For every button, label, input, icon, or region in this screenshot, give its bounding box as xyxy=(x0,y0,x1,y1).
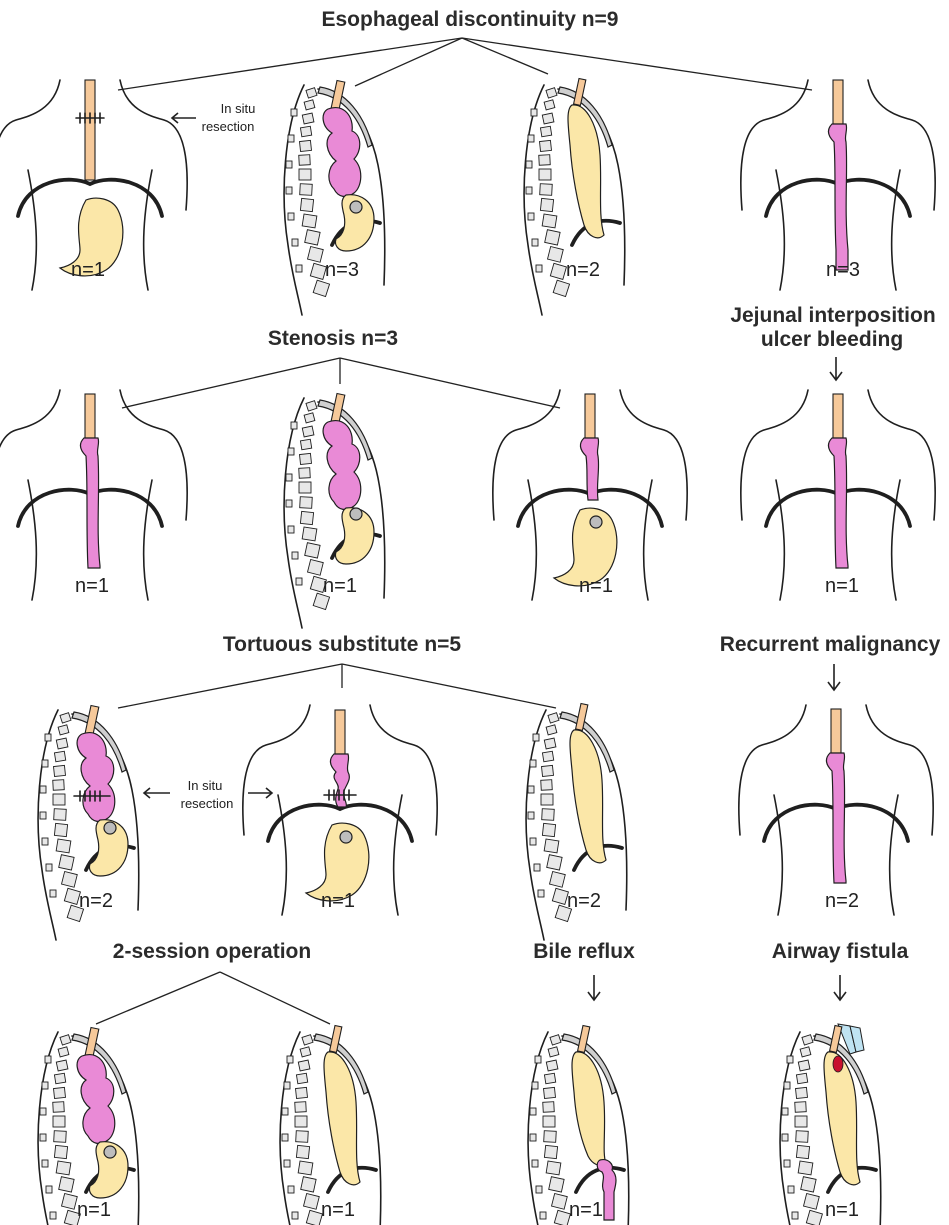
count-label: n=2 xyxy=(567,890,601,912)
connector-lines-row3 xyxy=(118,664,840,708)
connector-lines-row4 xyxy=(96,972,846,1024)
connector-lines-row1 xyxy=(118,38,812,90)
count-label: n=1 xyxy=(579,575,613,597)
count-label: n=1 xyxy=(323,575,357,597)
count-label: n=3 xyxy=(826,259,860,281)
annotation-line-2: resection xyxy=(202,119,255,134)
count-label: n=1 xyxy=(825,1199,859,1221)
in-situ-resection-annotation-row3: In situ resection xyxy=(144,778,272,811)
annotation-line-1: In situ xyxy=(188,778,223,793)
count-label: n=2 xyxy=(566,259,600,281)
diagram-panel-r4p4 xyxy=(780,1024,881,1225)
group-title-airway-fistula: Airway fistula xyxy=(772,940,909,963)
count-label: n=1 xyxy=(77,1199,111,1221)
group-title-jejunal-ulcer-line2: ulcer bleeding xyxy=(761,328,903,351)
count-label: n=1 xyxy=(569,1199,603,1221)
diagram-panel-r2p1 xyxy=(0,390,187,600)
count-label: n=3 xyxy=(325,259,359,281)
diagram-panel-r4p3 xyxy=(528,1025,629,1225)
diagram-panel-r4p2 xyxy=(280,1025,381,1225)
diagram-panel-r4p1 xyxy=(38,1027,139,1225)
annotation-line-1: In situ xyxy=(221,101,256,116)
diagram-panel-r2p3 xyxy=(493,390,687,600)
diagram-panel-r2p4 xyxy=(741,390,935,600)
group-title-bile-reflux: Bile reflux xyxy=(533,940,635,963)
in-situ-resection-annotation-row1: In situ resection xyxy=(172,101,255,134)
count-label: n=1 xyxy=(75,575,109,597)
group-title-stenosis: Stenosis n=3 xyxy=(268,327,398,350)
annotation-line-2: resection xyxy=(181,796,234,811)
diagram-panel-r3p2 xyxy=(243,705,437,915)
diagram-panel-r3p4 xyxy=(739,705,933,915)
count-label: n=1 xyxy=(321,890,355,912)
group-title-jejunal-ulcer-line1: Jejunal interposition xyxy=(730,304,935,327)
connector-lines-row2 xyxy=(122,357,842,408)
count-label: n=2 xyxy=(825,890,859,912)
count-label: n=1 xyxy=(71,259,105,281)
count-label: n=1 xyxy=(825,575,859,597)
group-title-2-session-operation: 2-session operation xyxy=(113,940,311,963)
count-label: n=2 xyxy=(79,890,113,912)
group-title-tortuous-substitute: Tortuous substitute n=5 xyxy=(223,633,462,656)
count-label: n=1 xyxy=(321,1199,355,1221)
group-title-esophageal-discontinuity: Esophageal discontinuity n=9 xyxy=(322,8,619,31)
group-title-recurrent-malignancy: Recurrent malignancy xyxy=(720,633,941,656)
